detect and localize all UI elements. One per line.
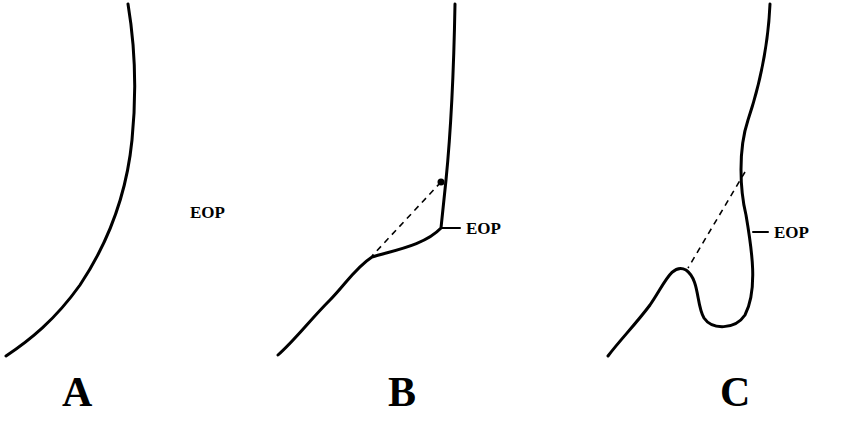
reference-line — [688, 172, 745, 268]
point-marker — [438, 179, 445, 186]
reference-line — [372, 182, 441, 256]
panel-letter: C — [720, 371, 750, 413]
panel-letter: A — [62, 371, 92, 413]
leader-line — [441, 227, 460, 229]
panel-letter: B — [388, 371, 416, 413]
anatomical-label: EOP — [190, 204, 225, 221]
skull-profile — [608, 4, 770, 356]
skull-profile — [278, 4, 455, 355]
leader-line — [753, 231, 768, 233]
anatomical-label: EOP — [774, 224, 809, 241]
skull-profile — [6, 4, 135, 356]
anatomical-label: EOP — [466, 220, 501, 237]
